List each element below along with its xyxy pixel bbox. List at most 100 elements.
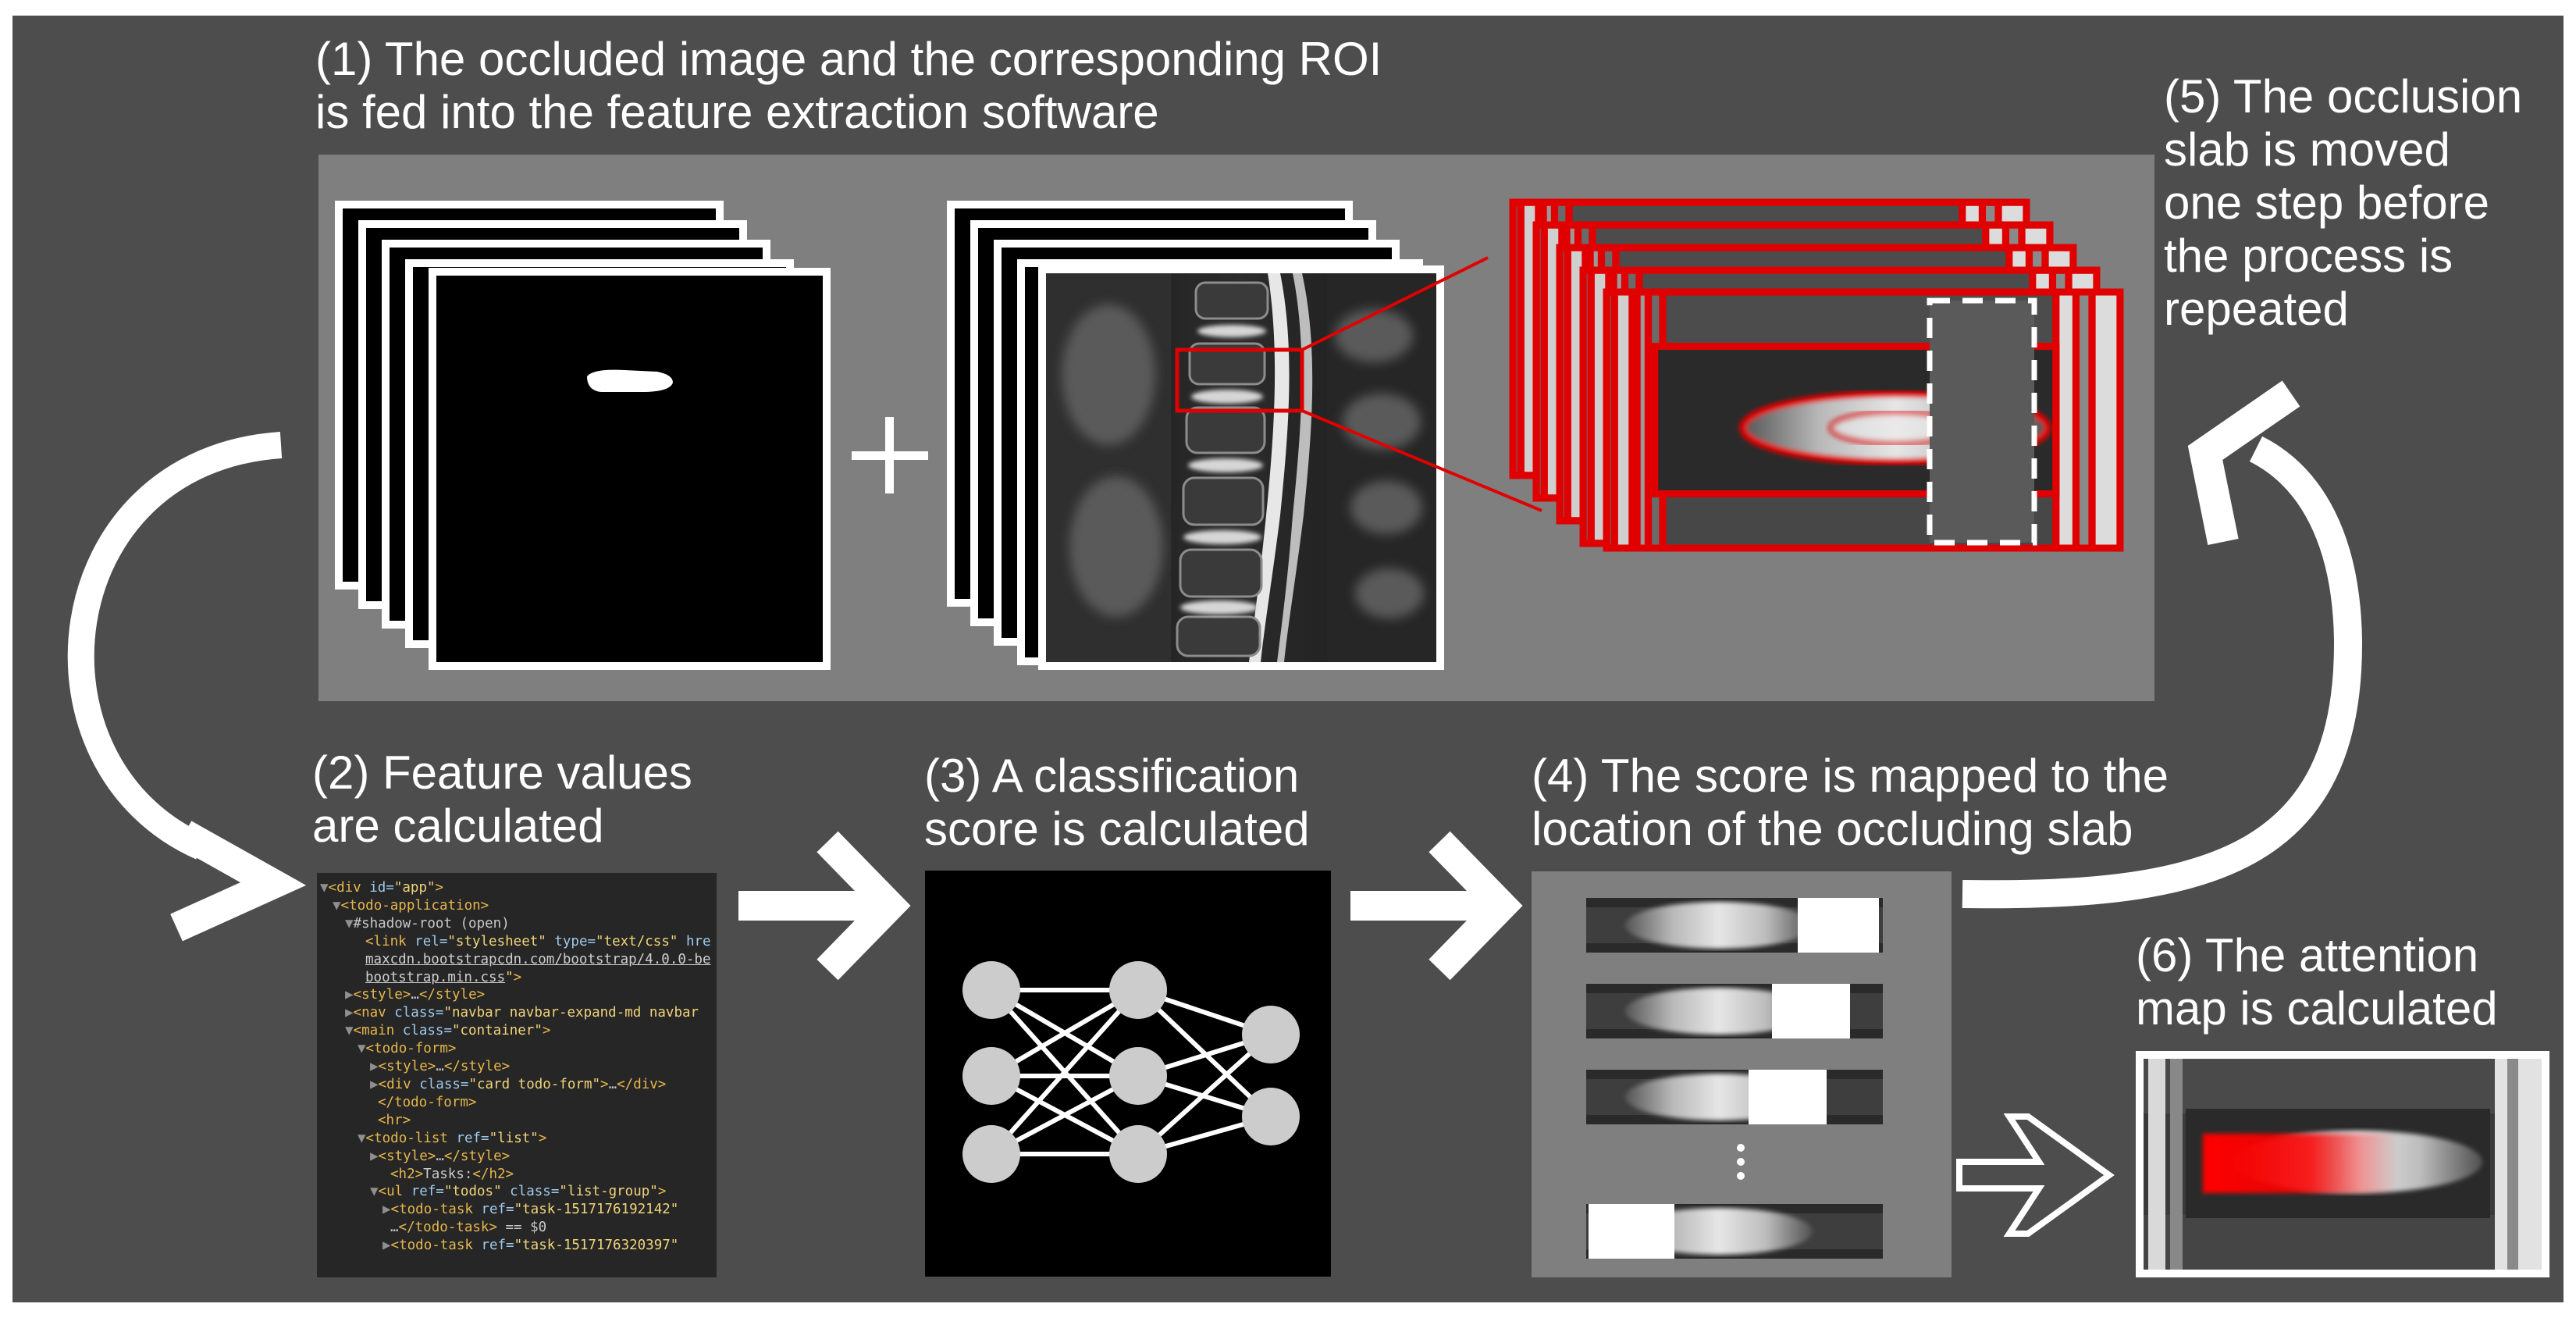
code-line: maxcdn.bootstrapcdn.com/bootstrap/4.0.0-…	[317, 951, 717, 969]
code-token: <todo-task	[390, 1202, 482, 1218]
code-token: id=	[369, 880, 394, 896]
slab-n	[1589, 1204, 1674, 1259]
step4-caption: (4) The score is mapped to the location …	[1532, 750, 2169, 856]
step6-line1: (6) The attention	[2136, 929, 2479, 981]
code-token: "	[505, 969, 514, 985]
code-token: </h2>	[472, 1166, 514, 1182]
hollow-arrow-to-attention	[1956, 1113, 2115, 1237]
zoom-lines	[1301, 256, 1542, 512]
code-token: rel=	[415, 933, 448, 949]
step5-line1: (5) The occlusion	[2164, 70, 2523, 123]
step3-line1: (3) A classification	[924, 750, 1300, 802]
code-token: >	[542, 1023, 551, 1039]
code-token: …	[608, 1076, 617, 1092]
code-token: <div	[378, 1076, 420, 1092]
ellipsis-dots	[1737, 1144, 1745, 1180]
attention-map	[2136, 1051, 2549, 1277]
code-token: <main	[353, 1023, 403, 1039]
code-line: <hr>	[317, 1112, 717, 1130]
arrow-3-to-4	[1350, 831, 1523, 981]
code-token: </style>	[418, 987, 486, 1003]
code-line: ▶<todo-task ref="task-1517176192142"	[317, 1201, 717, 1219]
occlusion-slab	[1927, 297, 2037, 546]
code-disclosure-triangle: ▶	[370, 1148, 379, 1164]
step4-line1: (4) The score is mapped to the	[1532, 750, 2169, 802]
code-token: "list"	[489, 1130, 539, 1146]
code-token: </todo-form>	[378, 1094, 477, 1110]
code-token: class=	[402, 1023, 452, 1039]
code-disclosure-triangle: ▼	[320, 880, 329, 896]
code-line: ▼<todo-application>	[317, 897, 717, 915]
code-token: <todo-list	[365, 1130, 457, 1146]
code-line: <h2>Tasks:</h2>	[317, 1166, 717, 1184]
code-line: ▶<todo-task ref="task-1517176320397"	[317, 1237, 717, 1255]
code-line: ▼<todo-form>	[317, 1040, 717, 1058]
code-line: ▼<div id="app">	[317, 879, 717, 897]
code-line: bootstrap.min.css">	[317, 969, 717, 987]
plus-sign	[852, 417, 928, 493]
step6-line2: map is calculated	[2136, 982, 2498, 1035]
curved-arrow-left	[67, 432, 307, 942]
code-disclosure-triangle: ▶	[382, 1202, 391, 1218]
code-token: <style>	[353, 987, 411, 1003]
occluded-image-front	[1603, 288, 2124, 552]
mri-image-stack	[947, 201, 1444, 670]
code-token: class=	[394, 1005, 444, 1021]
code-token: <todo-form>	[365, 1041, 457, 1057]
step3-line2: score is calculated	[924, 803, 1310, 855]
code-token: >	[435, 880, 444, 896]
score-mapping-panel	[1532, 871, 1952, 1277]
code-token: bootstrap.min.css	[365, 969, 506, 985]
code-line: ▶<style>…</style>	[317, 1148, 717, 1166]
code-token: …	[436, 1148, 444, 1164]
step5-line4: the process is	[2164, 230, 2453, 282]
code-token: ref=	[411, 1184, 444, 1200]
code-token: …	[390, 1220, 399, 1236]
code-token: </todo-task>	[398, 1220, 497, 1236]
code-token: </style>	[443, 1059, 511, 1075]
feature-code-panel-bg	[317, 873, 717, 1277]
slab-1	[1798, 898, 1879, 953]
code-line: ▶<div class="card todo-form">…</div>	[317, 1076, 717, 1094]
code-token: "todos"	[443, 1184, 511, 1200]
code-token: class=	[510, 1184, 560, 1200]
slab-3	[1749, 1070, 1827, 1124]
code-disclosure-triangle: ▶	[345, 987, 354, 1003]
code-token: </style>	[443, 1148, 511, 1164]
step2-line2: are calculated	[312, 800, 604, 852]
code-disclosure-triangle: ▶	[370, 1076, 379, 1092]
code-token: "app"	[393, 880, 436, 896]
code-token: hre	[685, 933, 711, 949]
occluded-zoom-stack	[1509, 198, 2124, 552]
roi-highlight-box	[1175, 347, 1304, 413]
code-token: "text/css"	[596, 933, 686, 949]
code-line: ▶<style>…</style>	[317, 986, 717, 1004]
code-token: "container"	[451, 1023, 543, 1039]
step6-caption: (6) The attention map is calculated	[2136, 929, 2498, 1035]
code-token: <h2>	[390, 1166, 424, 1182]
code-line: …</todo-task> == $0	[317, 1219, 717, 1237]
code-token: "task-1517176320397"	[514, 1238, 679, 1254]
code-disclosure-triangle: ▼	[358, 1041, 366, 1057]
step5-line5: repeated	[2164, 283, 2349, 335]
slab-2	[1772, 984, 1850, 1038]
code-line: ▶<nav class="navbar navbar-expand-md nav…	[317, 1004, 717, 1022]
code-token: "task-1517176192142"	[514, 1202, 679, 1218]
step1-caption: (1) The occluded image and the correspon…	[315, 33, 1382, 139]
neural-network	[925, 871, 1331, 1277]
code-token: "list-group"	[559, 1184, 658, 1200]
code-token: <div	[328, 880, 370, 896]
code-token: type=	[554, 933, 596, 949]
code-disclosure-triangle: ▼	[345, 1023, 354, 1039]
code-token: ref=	[481, 1238, 514, 1254]
code-token: Tasks:	[423, 1166, 473, 1182]
code-line: ▼#shadow-root (open)	[317, 915, 717, 933]
code-token: >	[657, 1184, 667, 1200]
code-token: <nav	[353, 1005, 395, 1021]
step1-line2: is fed into the feature extraction softw…	[315, 86, 1159, 138]
curved-arrow-right	[1962, 380, 2363, 909]
code-token: "card todo-form"	[468, 1076, 601, 1092]
code-line: ▼<ul ref="todos" class="list-group">	[317, 1183, 717, 1201]
